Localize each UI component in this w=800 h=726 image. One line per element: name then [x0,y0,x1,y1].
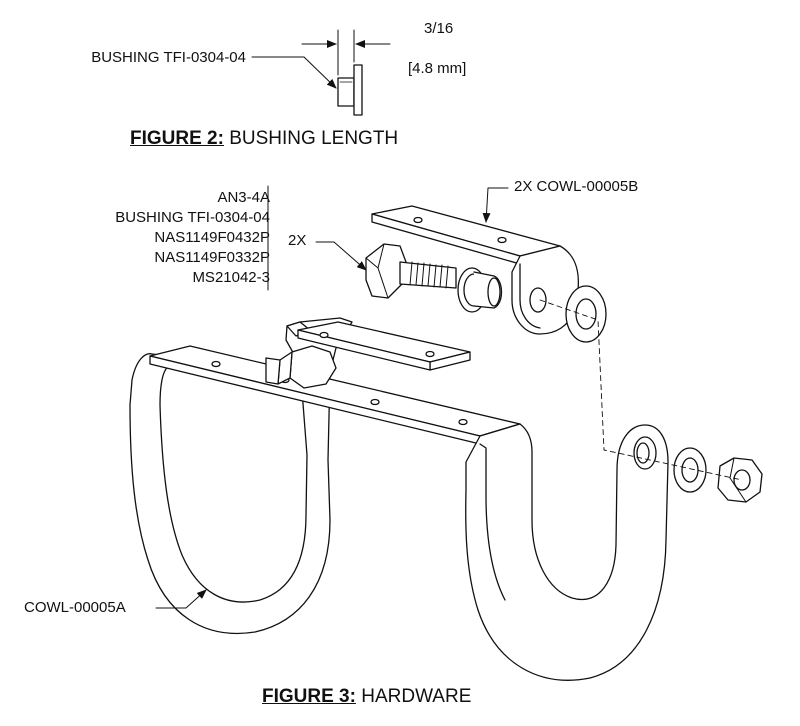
hardware-item: NAS1149F0432P [154,229,270,246]
nut-ms21042 [717,457,763,503]
middle-bracket [297,321,471,371]
cowl-label: COWL-00005A [24,599,126,616]
bushing-detail [337,64,363,116]
figure2-caption: FIGURE 2: BUSHING LENGTH [130,128,398,150]
bushing-assembly [457,267,503,313]
dimension-mm: [4.8 mm] [408,60,467,77]
center-line [539,299,743,481]
hardware-item: BUSHING TFI-0304-04 [115,209,270,226]
hardware-item: AN3-4A [217,189,270,206]
rear-hardware [265,345,337,389]
cowl-00005b-bracket [371,205,580,335]
hardware-item: NAS1149F0332P [154,249,270,266]
dimension-lines [251,29,391,89]
cowl-00005a-part [129,317,669,681]
bolt-an3-4a [365,243,457,299]
figure3-caption-prefix: FIGURE 3: [262,686,356,707]
figure2-caption-text: BUSHING LENGTH [223,128,399,149]
bracket-label: 2X COWL-00005B [514,178,639,195]
hardware-list: AN3-4A BUSHING TFI-0304-04 NAS1149F0432P… [50,188,270,288]
hardware-item: MS21042-3 [192,269,270,286]
figure2-caption-prefix: FIGURE 2: [130,128,224,149]
washer-1 [565,285,607,343]
figure3-caption: FIGURE 3: HARDWARE [262,686,471,708]
figure3-caption-text: HARDWARE [355,686,472,707]
leader-lines [155,185,509,609]
quantity-label: 2X [288,232,307,249]
washer-2 [673,447,707,493]
dimension-inches: 3/16 [424,20,454,37]
bushing-label: BUSHING TFI-0304-04 [91,49,246,66]
